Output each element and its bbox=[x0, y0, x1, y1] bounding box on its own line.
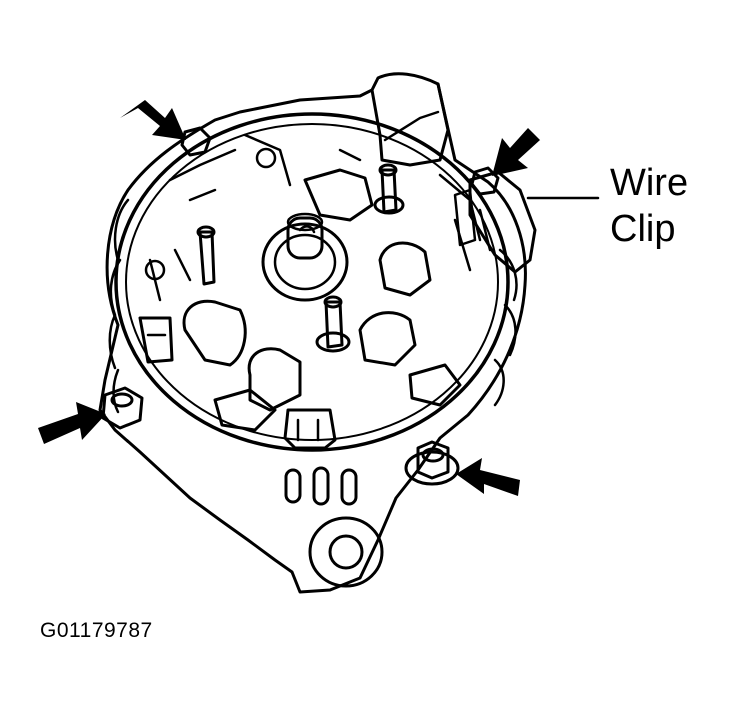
lower-slot-2 bbox=[312, 466, 330, 506]
vent-opening-5 bbox=[303, 168, 374, 222]
boss-top bbox=[255, 147, 277, 169]
boss-left bbox=[144, 259, 166, 281]
nut-top-right bbox=[470, 166, 500, 196]
nut-bottom-right bbox=[404, 440, 460, 486]
rear-plate-inner bbox=[125, 123, 499, 441]
vent-opening-2 bbox=[247, 347, 302, 412]
shaft-collar bbox=[261, 222, 349, 302]
terminal-stud-left bbox=[196, 225, 216, 286]
terminal-stud-bottom bbox=[315, 295, 351, 353]
vent-opening-6 bbox=[213, 388, 277, 432]
nut-bottom-left bbox=[101, 386, 144, 430]
vent-opening-7 bbox=[408, 363, 462, 407]
arrow-icon bbox=[456, 458, 520, 496]
mounting-ear bbox=[308, 516, 384, 588]
top-bracket bbox=[370, 82, 450, 167]
vent-opening-4 bbox=[378, 241, 432, 297]
callout-label-wire: Wire bbox=[610, 162, 689, 204]
mounting-hole bbox=[328, 534, 364, 570]
wire-clip bbox=[468, 170, 537, 274]
cooling-fins-left bbox=[108, 198, 130, 414]
terminal-stud-right bbox=[373, 163, 405, 215]
rotor-shaft bbox=[286, 216, 324, 260]
rear-plate bbox=[114, 112, 510, 452]
lower-slot-3 bbox=[340, 468, 358, 506]
arrow-icon bbox=[38, 402, 106, 444]
connector-plug bbox=[283, 408, 337, 450]
lower-slot-1 bbox=[284, 468, 302, 504]
figure-id: G01179787 bbox=[40, 619, 153, 642]
vent-opening-1 bbox=[182, 299, 247, 367]
vent-opening-3 bbox=[358, 311, 417, 367]
side-connector-left bbox=[138, 316, 174, 364]
nut-top-left bbox=[180, 126, 212, 157]
arrow-icon bbox=[120, 100, 186, 140]
housing-outline bbox=[98, 72, 527, 594]
callout-label-clip: Clip bbox=[610, 208, 676, 250]
arrow-icon bbox=[492, 128, 548, 176]
